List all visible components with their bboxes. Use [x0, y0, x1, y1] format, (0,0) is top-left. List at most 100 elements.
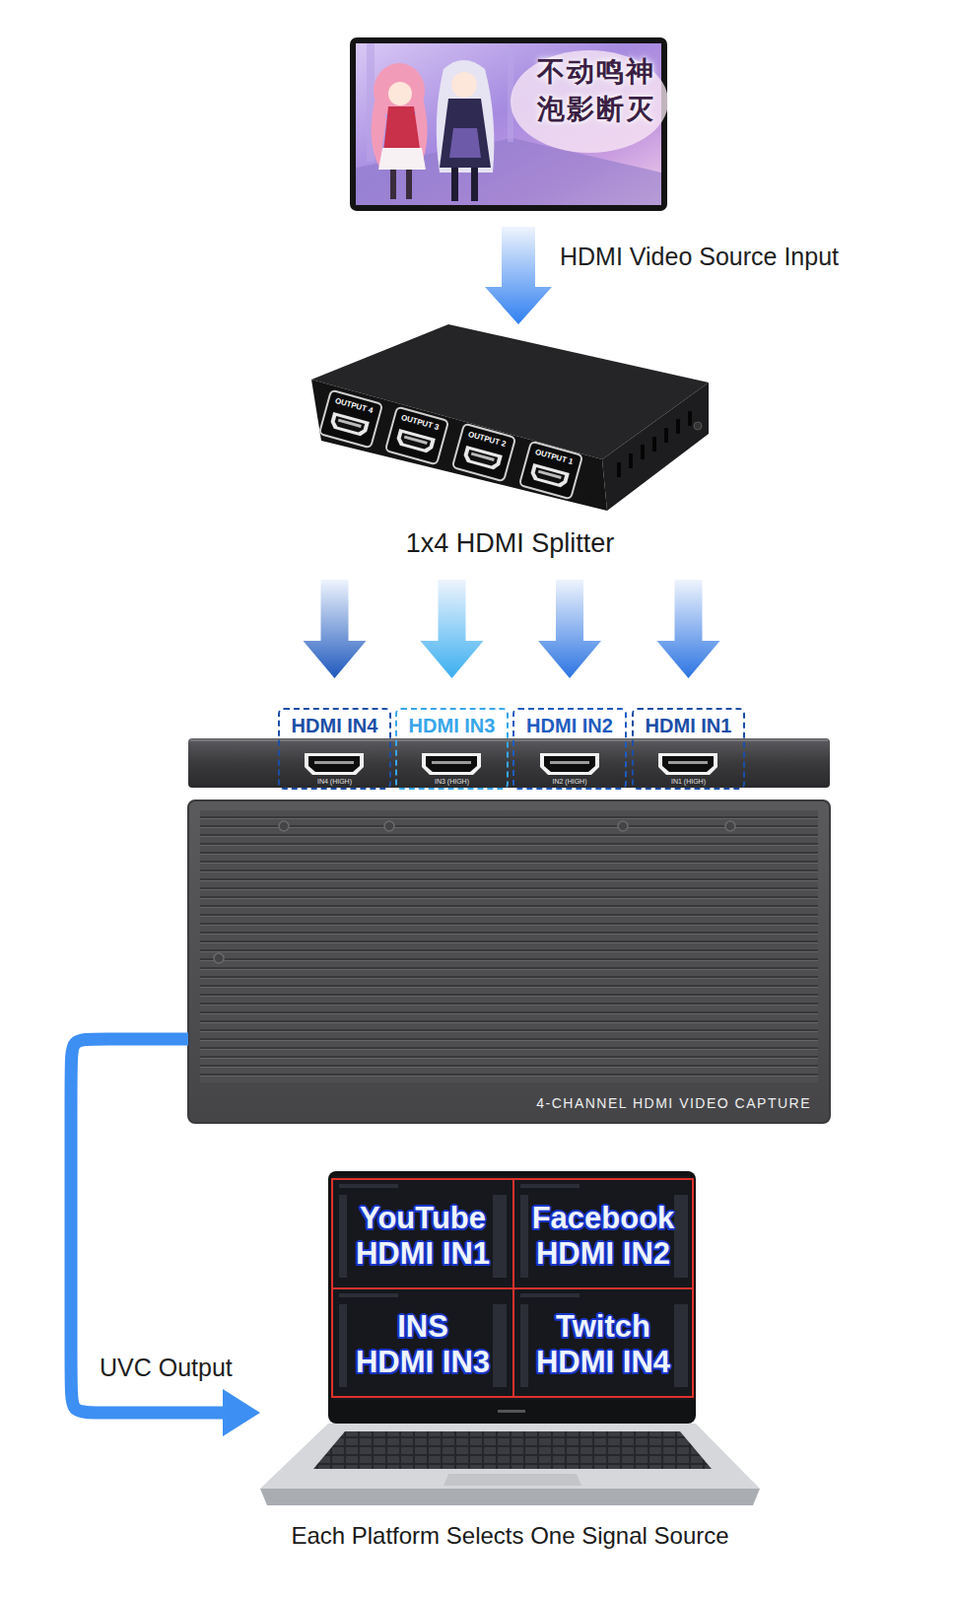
uvc-output-line: [70, 1038, 261, 1436]
signal-arrow: [657, 579, 721, 679]
port-title: HDMI IN2: [514, 713, 625, 738]
splitter-illustration-part-part: [338, 418, 362, 428]
splitter-illustration-part-part: [404, 435, 428, 445]
port-title: HDMI IN4: [279, 713, 390, 738]
capture-illustration-part-part: [725, 820, 736, 831]
splitter-illustration-part-part: [395, 428, 436, 455]
capture-illustration-part-part: [213, 953, 224, 963]
signal-arrow: [538, 579, 602, 679]
laptop-illustration-part: [328, 1170, 696, 1424]
splitter-illustration-part-part: [467, 449, 499, 468]
edge-label: HDMI Video Source Input: [559, 241, 839, 272]
port-marking: IN3 (HIGH): [397, 776, 507, 787]
platform-quadrant: FacebookHDMI IN2: [512, 1177, 694, 1290]
capture-illustration-part-part: [384, 820, 395, 831]
splitter-illustration-part-part: [687, 410, 692, 426]
splitter-illustration-part-part: [334, 415, 366, 434]
platform-quadrant: TwitchHDMI IN4: [512, 1287, 694, 1398]
capture-illustration-part: [200, 810, 819, 1083]
arrow-shape: [303, 579, 367, 679]
monitor-illustration-part: [439, 98, 491, 168]
device-caption: Each Platform Selects One Signal Source: [290, 1521, 729, 1550]
laptop-illustration-part-part: [339, 1183, 399, 1188]
port-label-holder: OUTPUT 2: [457, 426, 518, 455]
capture-illustration-part: [421, 752, 481, 775]
platform-name: INS: [333, 1308, 513, 1345]
splitter-illustration-part: [693, 421, 702, 430]
platform-name: YouTube: [333, 1200, 513, 1236]
splitter-illustration-part-part: [640, 444, 645, 460]
port-marking: IN1 (HIGH): [633, 776, 744, 787]
port-label: OUTPUT 3: [390, 409, 451, 438]
port-label-holder: OUTPUT 1: [524, 444, 585, 473]
port-label: OUTPUT 2: [457, 426, 518, 455]
splitter-illustration-part-part: [652, 436, 657, 452]
source-name: HDMI IN3: [333, 1344, 513, 1380]
hdmi-input-port: HDMI IN2IN2 (HIGH): [512, 707, 627, 790]
capture-illustration-part: [658, 752, 718, 775]
monitor-illustration-part: [436, 60, 495, 173]
capture-illustration-part-part: [549, 760, 590, 764]
capture-illustration-part-part: [540, 752, 600, 775]
splitter-illustration-part-part: [529, 463, 570, 489]
capture-illustration-part: [188, 800, 830, 1123]
capture-illustration-part-part: [662, 755, 714, 772]
hdmi-input-port: HDMI IN3IN3 (HIGH): [395, 707, 509, 790]
splitter-illustration-part-part: [471, 452, 495, 462]
laptop-illustration-part: [313, 1431, 712, 1469]
monitor-illustration-part: [390, 169, 397, 200]
source-name: HDMI IN1: [333, 1235, 513, 1272]
edge-label-holder: HDMI Video Source Input: [559, 241, 839, 272]
monitor-illustration-part: [451, 71, 478, 98]
capture-illustration-part-part: [617, 820, 628, 831]
arrow-shape: [420, 579, 484, 679]
signal-arrow: [484, 226, 552, 325]
laptop-illustration-part-part: [339, 1303, 347, 1387]
laptop-illustration-part-part: [674, 1303, 688, 1387]
port-label-holder: OUTPUT 3: [390, 409, 451, 438]
capture-illustration-part: [190, 739, 828, 742]
device-caption: 1x4 HDMI Splitter: [311, 528, 709, 558]
splitter-illustration: [311, 324, 709, 511]
arrow-shape: [484, 226, 552, 325]
monitor-illustration: [349, 37, 669, 211]
capture-illustration-part-part: [658, 752, 718, 775]
hdmi-splitter: 1x4 HDMI Splitter: [311, 324, 709, 561]
monitor-screen: 不动鸣神 泡影断灭: [349, 37, 668, 211]
laptop-illustration-part-part: [520, 1293, 580, 1297]
hdmi-input-port: HDMI IN1IN1 (HIGH): [631, 707, 746, 790]
hdmi-input-port: HDMI IN4IN4 (HIGH): [277, 707, 392, 790]
laptop-illustration-part-part: [492, 1194, 507, 1278]
signal-arrow: [303, 579, 367, 679]
capture-illustration-part: [304, 752, 364, 775]
port-title: HDMI IN1: [633, 713, 744, 738]
monitor-illustration-part: [451, 167, 459, 202]
capture-illustration-part-part: [421, 752, 481, 775]
splitter-illustration-part-part: [329, 411, 370, 438]
monitor-illustration-part: [471, 167, 478, 202]
arrow-shape: [538, 579, 602, 679]
capture-illustration-part-part: [314, 760, 354, 764]
device-caption: 4-CHANNEL HDMI VIDEO CAPTURE: [536, 1093, 812, 1112]
capture-illustration-part: [213, 820, 736, 963]
splitter-illustration-part: [618, 410, 690, 478]
port-label: OUTPUT 1: [524, 444, 585, 473]
laptop-illustration-part-part: [339, 1293, 399, 1297]
laptop-illustration: [260, 1170, 760, 1505]
edge-label: UVC Output: [99, 1352, 233, 1382]
monitor-illustration-part: [349, 37, 668, 211]
source-name: HDMI IN4: [514, 1344, 692, 1380]
capture-illustration-part-part: [308, 755, 360, 772]
platform-name: Facebook: [514, 1200, 692, 1236]
capture-illustration-part-part: [304, 752, 364, 775]
arrow-shape: [657, 579, 721, 679]
capture-illustration-part: [188, 738, 830, 788]
capture-illustration-part-part: [431, 760, 472, 764]
port-title: HDMI IN3: [397, 713, 507, 738]
monitor-illustration-part: [378, 147, 426, 170]
laptop-illustration-part: [260, 1423, 760, 1489]
capture-device: 4-CHANNEL HDMI VIDEO CAPTURE: [188, 738, 830, 1123]
monitor-illustration-part: [510, 50, 669, 153]
splitter-illustration-part: [311, 379, 608, 511]
laptop-illustration-part-part: [520, 1194, 529, 1278]
